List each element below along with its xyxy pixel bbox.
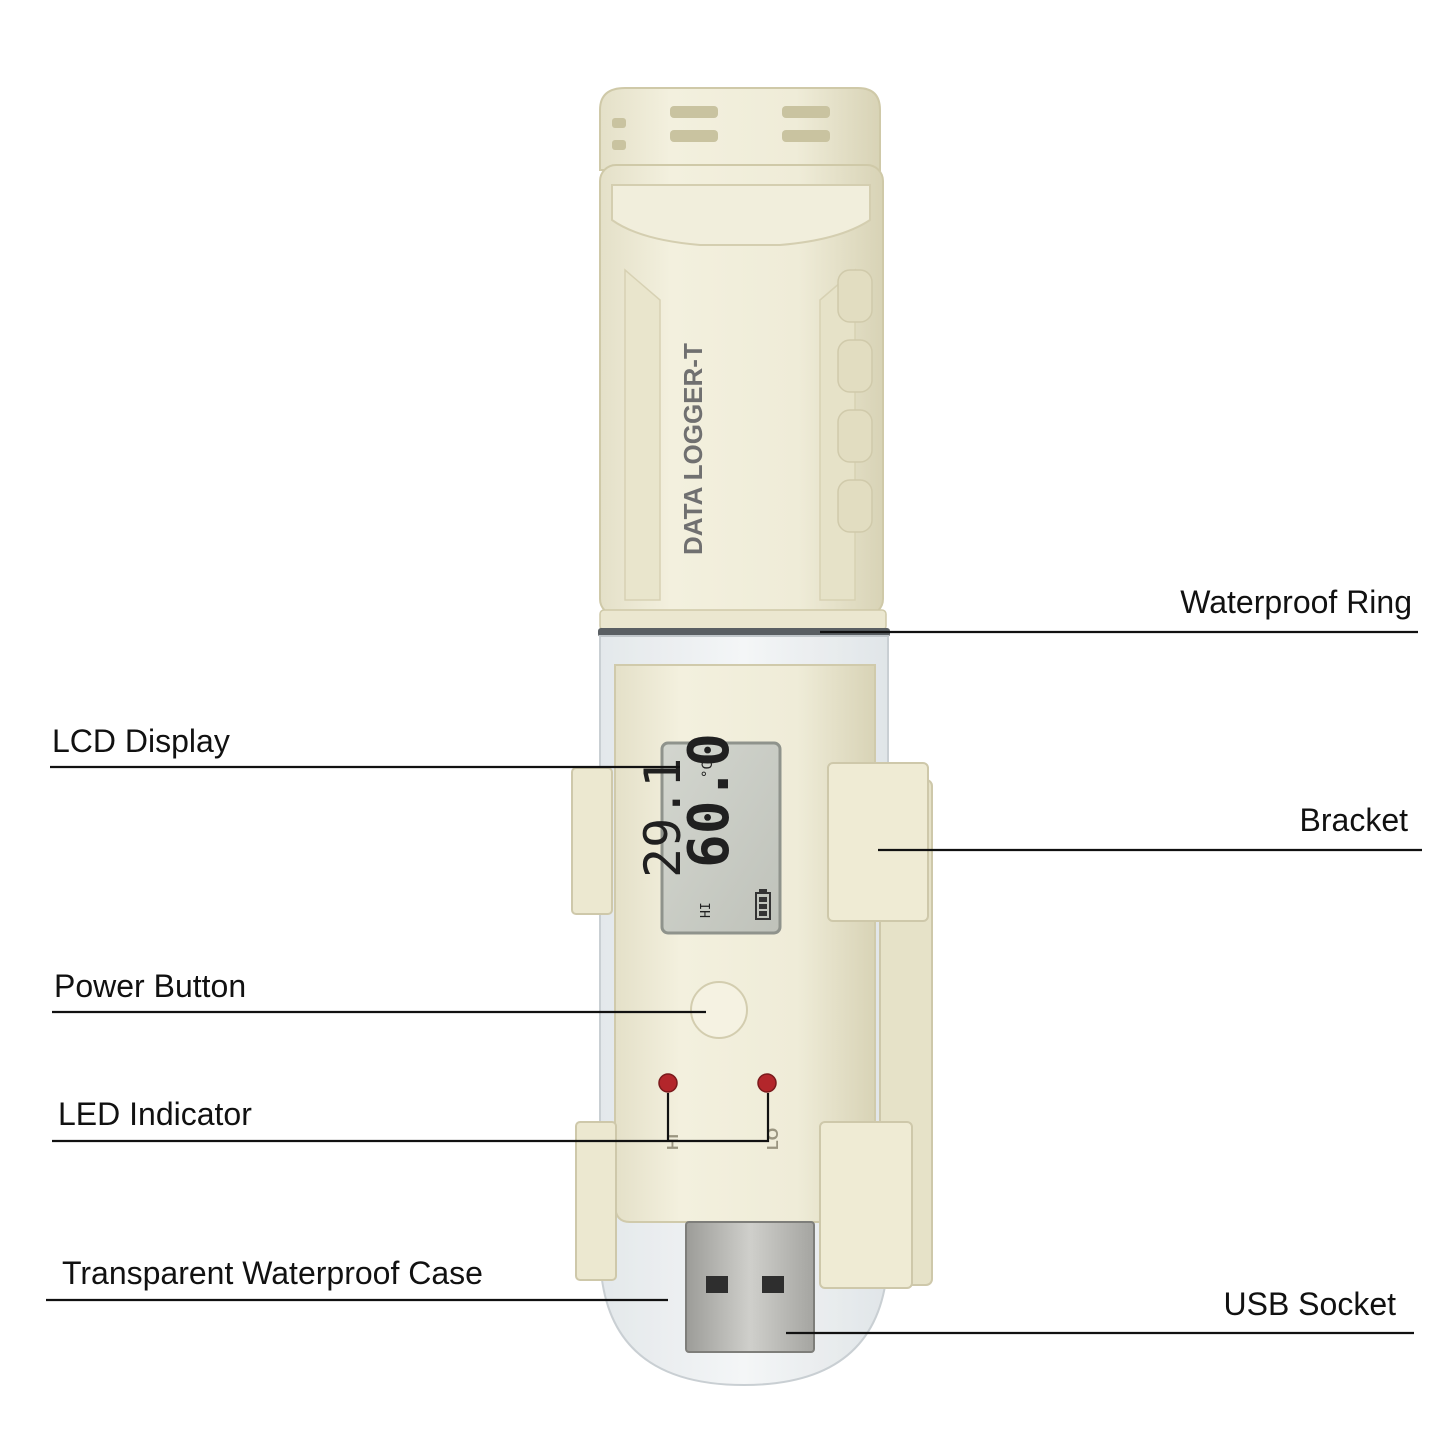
waterproof-ring xyxy=(598,609,890,637)
label-waterproof-ring: Waterproof Ring xyxy=(1180,584,1412,620)
label-transparent-case: Transparent Waterproof Case xyxy=(62,1255,483,1291)
label-lcd-display: LCD Display xyxy=(52,723,230,759)
lcd-humidity: 60.0 xyxy=(677,733,742,868)
label-power-button: Power Button xyxy=(54,968,246,1004)
battery-icon xyxy=(755,889,771,920)
led-indicators: HI LO xyxy=(658,1073,782,1150)
label-bracket: Bracket xyxy=(1300,802,1409,838)
callout-usb-socket: USB Socket xyxy=(786,1286,1414,1335)
callout-waterproof-ring: Waterproof Ring xyxy=(820,584,1418,634)
callout-lcd-display: LCD Display xyxy=(50,723,680,769)
led-lo xyxy=(757,1073,777,1093)
lcd-temperature-unit: °C xyxy=(700,761,716,778)
upper-body: DATA LOGGER-T xyxy=(599,164,884,616)
usb-plug xyxy=(685,1221,815,1353)
callout-power-button: Power Button xyxy=(52,968,706,1014)
vent-slots xyxy=(612,106,830,150)
callout-bracket: Bracket xyxy=(878,802,1422,852)
lcd-hi-marker: HI xyxy=(699,902,714,918)
label-usb-socket: USB Socket xyxy=(1223,1286,1396,1322)
sensor-cap xyxy=(599,87,881,171)
power-button[interactable] xyxy=(690,981,748,1039)
led-lo-label: LO xyxy=(765,1128,782,1150)
callout-transparent-case: Transparent Waterproof Case xyxy=(46,1255,668,1302)
led-hi xyxy=(658,1073,678,1093)
lcd-temperature: 29.1 xyxy=(634,758,692,878)
bracket xyxy=(571,762,933,1289)
callout-led-indicator: LED Indicator xyxy=(52,1093,770,1143)
label-led-indicator: LED Indicator xyxy=(58,1096,252,1132)
lcd-display: 29.1 °C 60.0 HI xyxy=(634,733,782,935)
model-text: DATA LOGGER-T xyxy=(678,343,708,555)
